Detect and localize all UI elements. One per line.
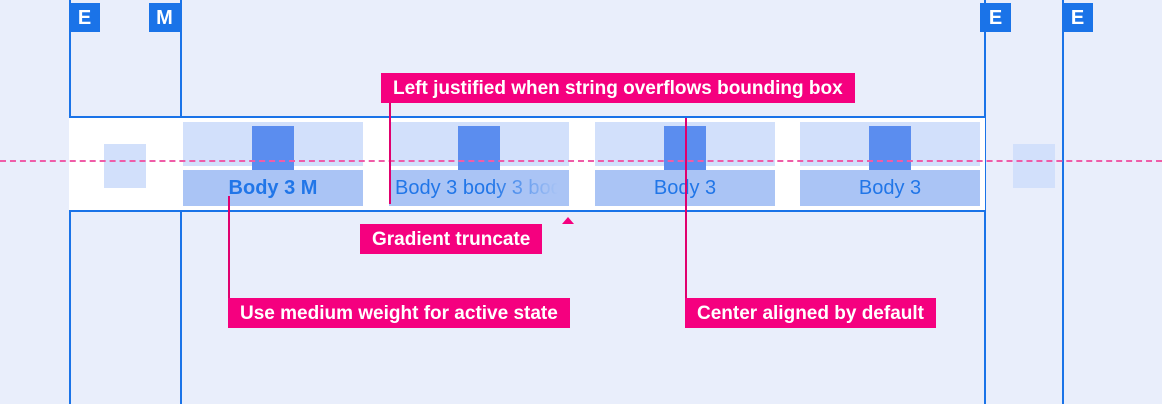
tab-label: Body 3 M: [228, 177, 318, 199]
spacing-badge-e-right-inner: E: [980, 3, 1011, 32]
tab-label-bounding-box: Body 3 body 3 body 3: [389, 170, 569, 206]
spacing-badge-m-left-inner: M: [149, 3, 180, 32]
spacing-badge-e-left-outer: E: [69, 3, 100, 32]
leading-icon-placeholder: [104, 144, 146, 188]
tab-glyph-icon: [869, 126, 911, 170]
tab-icon-area: [800, 122, 980, 170]
spacing-badge-e-right-outer: E: [1062, 3, 1093, 32]
tab-glyph-icon: [252, 126, 294, 170]
tab-label-bounding-box: Body 3 M: [183, 170, 363, 206]
leader-center-aligned: [685, 118, 687, 298]
leader-left-justified: [389, 73, 391, 204]
horizontal-baseline-guide: [0, 160, 1162, 162]
tab-icon-area: [183, 122, 363, 170]
annotation-left-justified: Left justified when string overflows bou…: [381, 73, 855, 103]
trailing-icon-placeholder: [1013, 144, 1055, 188]
tab-cell-overflow[interactable]: Body 3 body 3 body 3: [389, 122, 569, 206]
vertical-guide-right-inner: [984, 0, 986, 404]
annotation-medium-weight: Use medium weight for active state: [228, 298, 570, 328]
tab-label: Body 3 body 3 body 3: [395, 177, 569, 199]
tab-label: Body 3: [858, 177, 922, 199]
tab-glyph-icon: [458, 126, 500, 170]
tab-label-bounding-box: Body 3: [800, 170, 980, 206]
pointer-gradient-truncate: [562, 217, 574, 224]
annotation-center-aligned: Center aligned by default: [685, 298, 936, 328]
tab-cell-active[interactable]: Body 3 M: [183, 122, 363, 206]
tab-cell-default-b[interactable]: Body 3: [800, 122, 980, 206]
annotation-gradient-truncate: Gradient truncate: [360, 224, 543, 254]
vertical-guide-right-outer: [1062, 0, 1064, 404]
tab-icon-area: [389, 122, 569, 170]
tab-label: Body 3: [653, 177, 717, 199]
leader-medium-weight: [228, 196, 230, 298]
